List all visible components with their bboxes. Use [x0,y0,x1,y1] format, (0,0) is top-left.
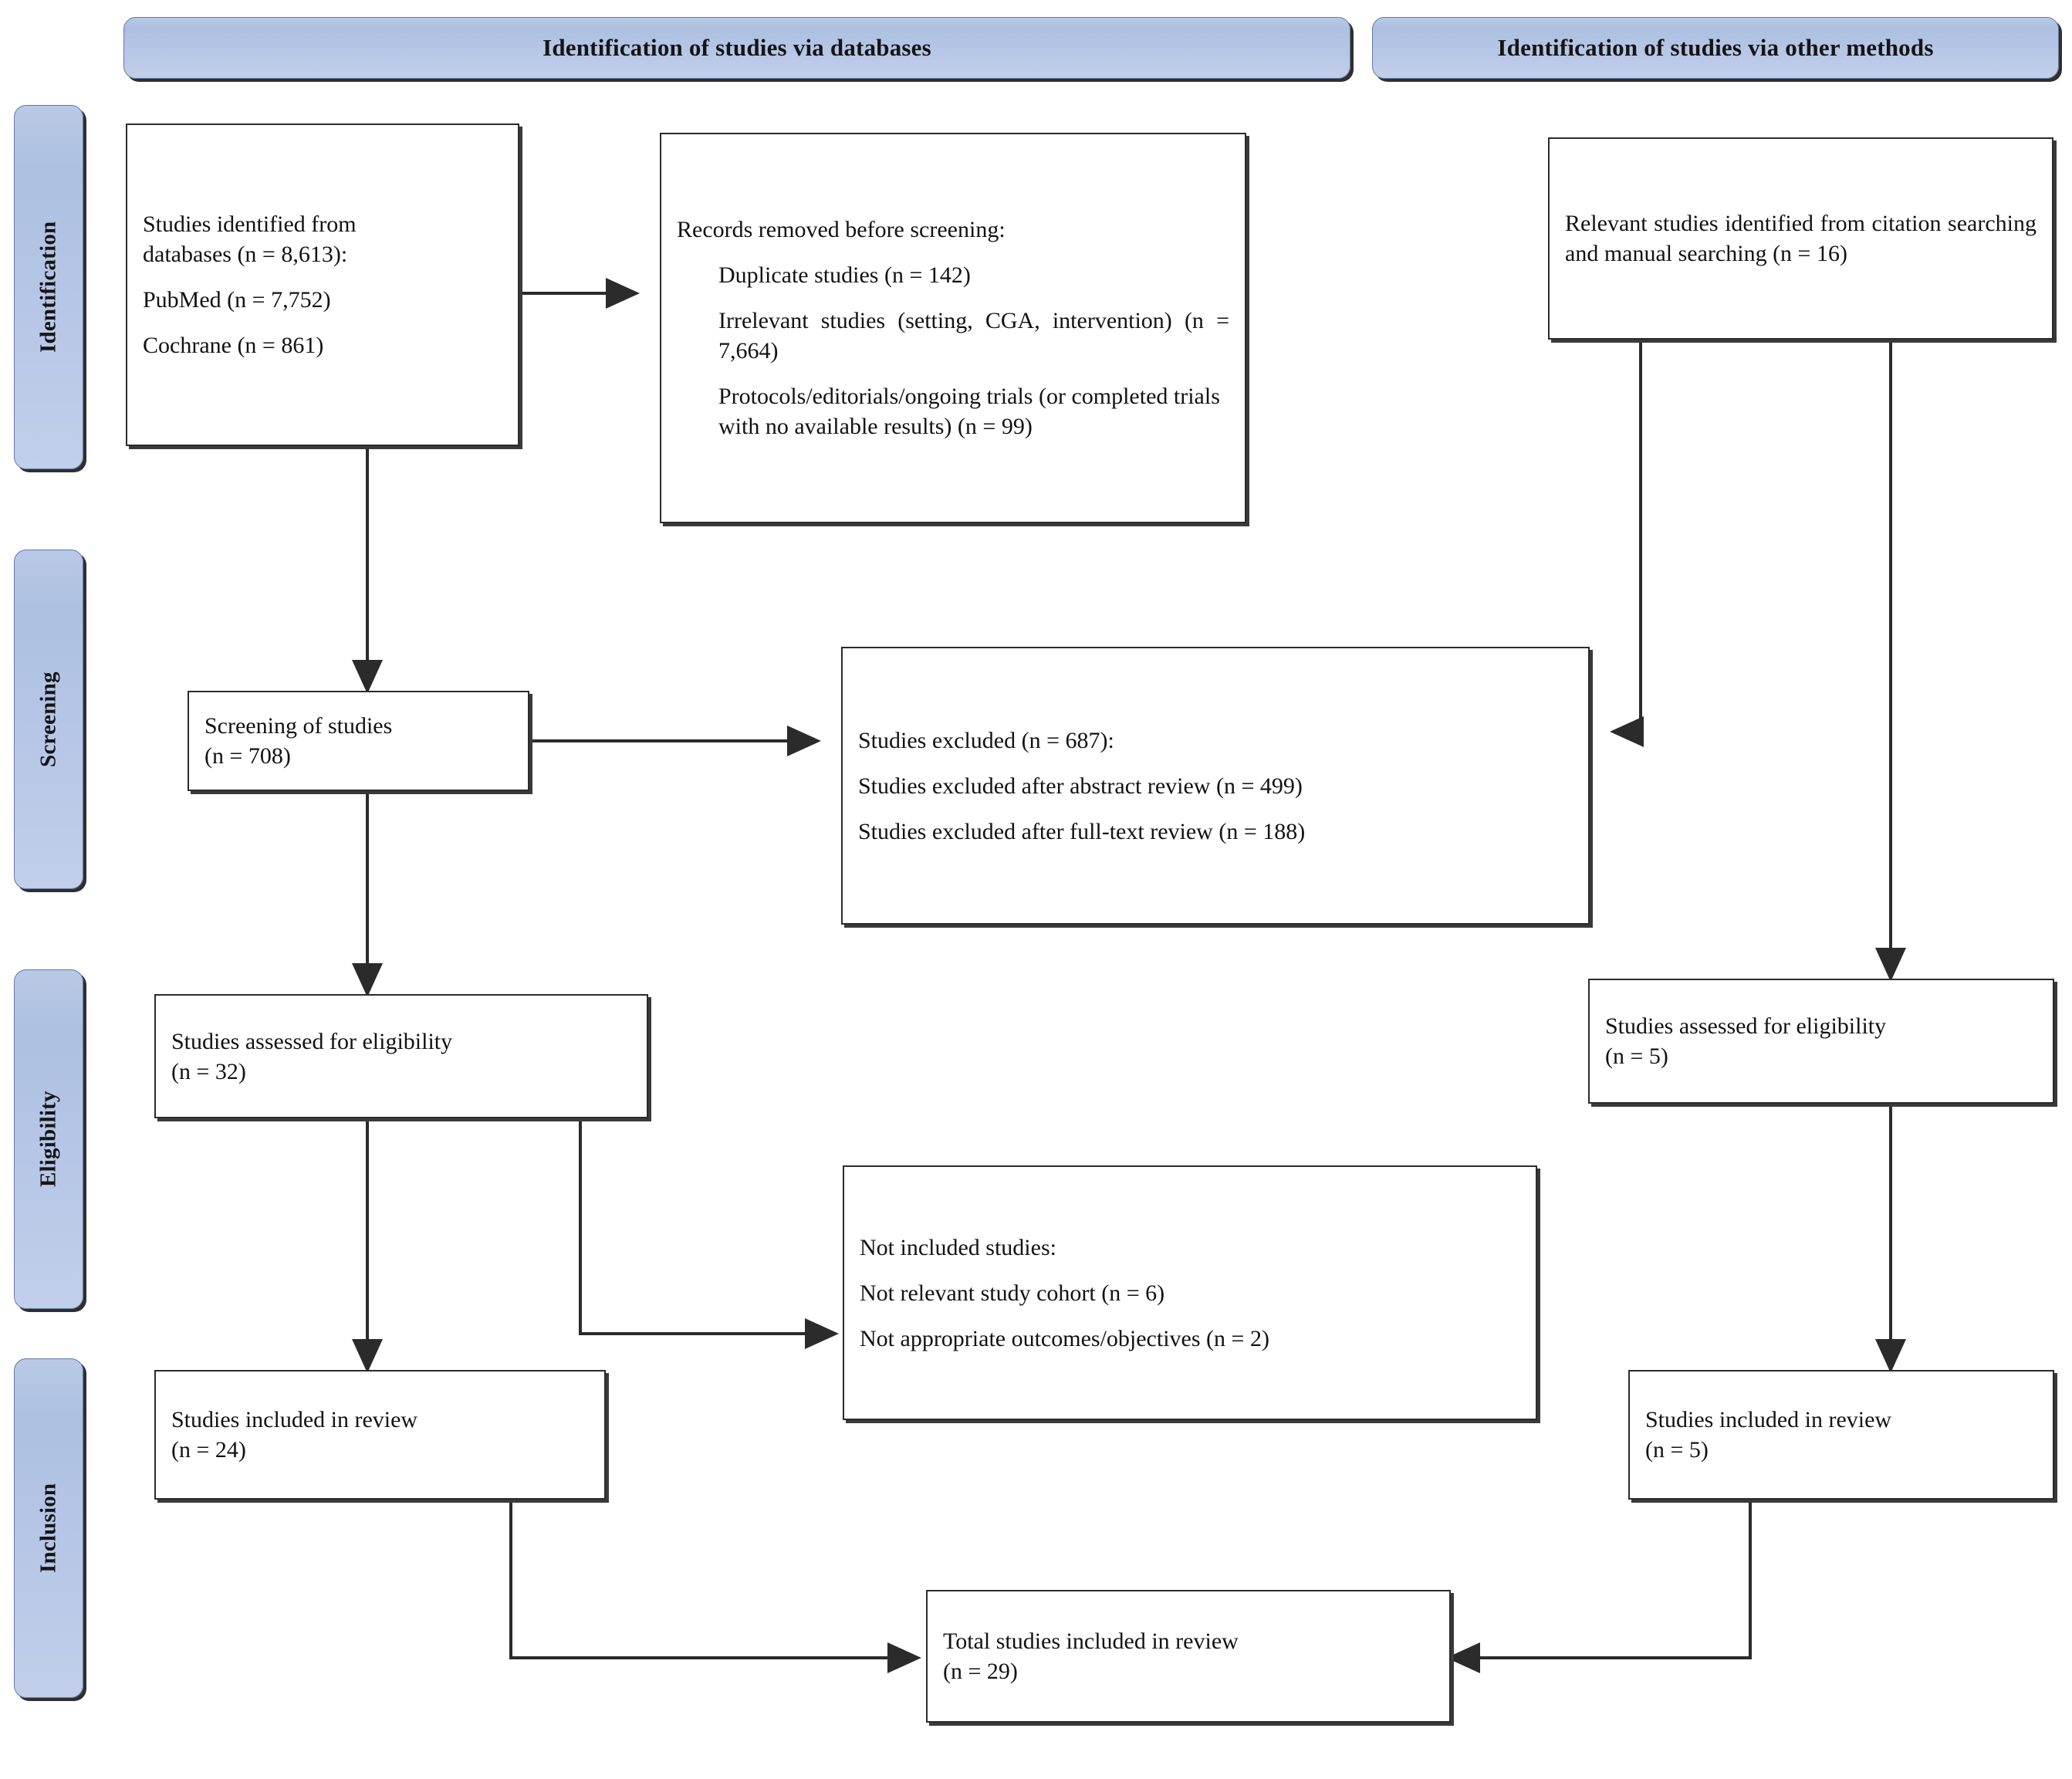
box-included-other: Studies included in review (n = 5) [1628,1370,2054,1500]
box-included-databases: Studies included in review (n = 24) [154,1370,606,1500]
excluded-line-3: Studies excluded after full-text review … [858,818,1306,844]
identified-line-4: Cochrane (n = 861) [143,333,324,358]
box-eligibility-databases: Studies assessed for eligibility (n = 32… [154,994,648,1118]
identified-line-1: Studies identified from [143,211,357,237]
eligibility-other-line-1: Studies assessed for eligibility [1605,1013,1887,1039]
stage-label-inclusion: Inclusion [35,1483,61,1574]
wire-eligibility-to-not-included [579,1118,839,1349]
box-screening-of-studies: Screening of studies (n = 708) [188,691,529,791]
removed-line-3: Irrelevant studies (setting, CGA, interv… [718,308,1229,364]
screening-line-2: (n = 708) [204,743,291,769]
box-studies-identified: Studies identified from databases (n = 8… [126,123,519,446]
identified-line-2: databases (n = 8,613): [143,242,348,267]
banner-identification-databases: Identification of studies via databases [123,17,1350,79]
included-db-line-2: (n = 24) [171,1437,246,1463]
screening-line-1: Screening of studies [204,713,393,739]
included-db-line-1: Studies included in review [171,1407,418,1432]
not-included-line-3: Not appropriate outcomes/objectives (n =… [860,1325,1269,1351]
box-other-methods-identified: Relevant studies identified from citatio… [1548,137,2053,340]
other-identified-line-1: Relevant studies identified from citatio… [1565,211,2037,266]
wire-included-db-to-total [509,1499,921,1673]
stage-pill-screening: Screening [14,550,83,889]
banner-identification-other-methods: Identification of studies via other meth… [1372,17,2059,79]
stage-label-identification: Identification [35,221,61,353]
banner-databases-label: Identification of studies via databases [543,34,931,61]
stage-pill-identification: Identification [14,105,83,469]
removed-line-4: Protocols/editorials/ongoing trials (or … [718,384,1220,439]
not-included-line-1: Not included studies: [860,1234,1056,1260]
eligibility-db-line-2: (n = 32) [171,1058,246,1084]
stage-label-eligibility: Eligibility [35,1091,61,1188]
box-not-included-studies: Not included studies: Not relevant study… [843,1165,1537,1420]
box-records-removed: Records removed before screening: Duplic… [660,133,1246,523]
wire-included-other-to-total [1446,1499,1752,1673]
box-total-included: Total studies included in review (n = 29… [926,1590,1451,1723]
removed-line-1: Records removed before screening: [677,217,1006,242]
eligibility-other-line-2: (n = 5) [1605,1043,1668,1069]
eligibility-db-line-1: Studies assessed for eligibility [171,1028,453,1054]
included-other-line-2: (n = 5) [1645,1437,1709,1463]
total-line-1: Total studies included in review [943,1628,1239,1654]
wire-other-to-excluded [1610,340,1644,747]
total-line-2: (n = 29) [943,1659,1018,1684]
not-included-line-2: Not relevant study cohort (n = 6) [860,1280,1165,1306]
excluded-line-2: Studies excluded after abstract review (… [858,773,1303,799]
stage-pill-inclusion: Inclusion [14,1358,83,1698]
identified-line-3: PubMed (n = 7,752) [143,287,331,313]
removed-line-2: Duplicate studies (n = 142) [718,262,971,288]
banner-other-methods-label: Identification of studies via other meth… [1497,34,1934,61]
included-other-line-1: Studies included in review [1645,1407,1892,1432]
stage-pill-eligibility: Eligibility [14,969,83,1309]
stage-label-screening: Screening [35,671,61,767]
box-eligibility-other: Studies assessed for eligibility (n = 5) [1588,979,2054,1104]
excluded-line-1: Studies excluded (n = 687): [858,727,1114,753]
box-studies-excluded: Studies excluded (n = 687): Studies excl… [841,647,1590,925]
